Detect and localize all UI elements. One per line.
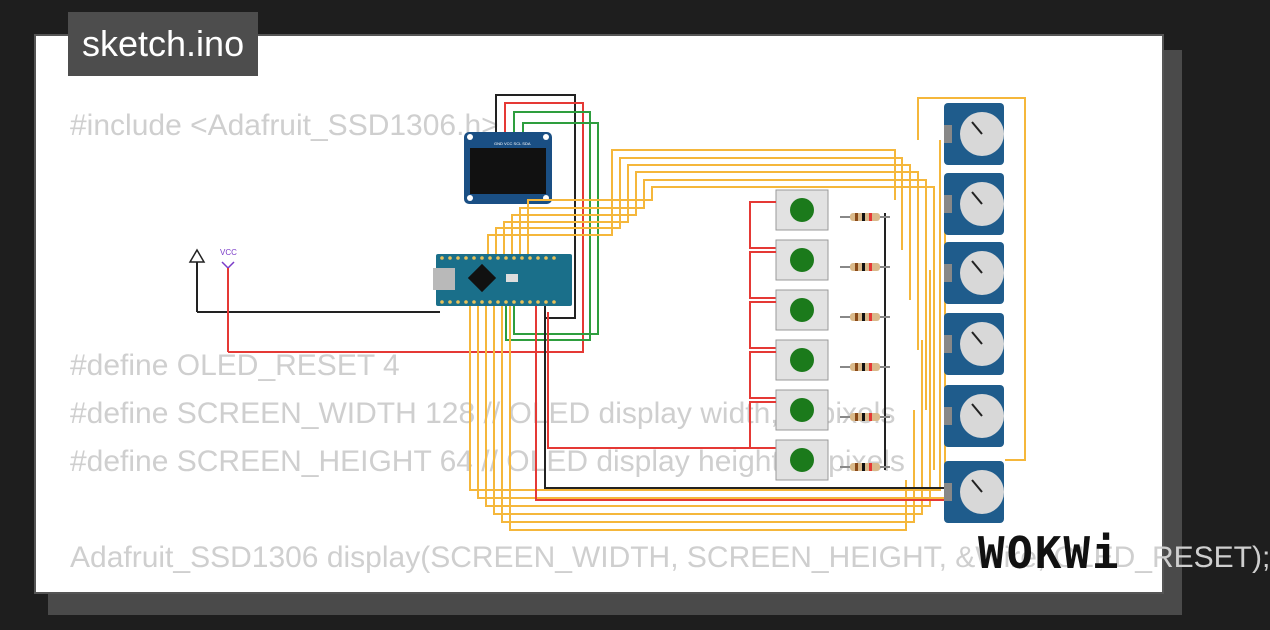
code-background: #include <Adafruit_SSD1306.h> #define OL… [70,36,1270,574]
potentiometer [944,313,1004,375]
code-line: #define OLED_RESET 4 [70,349,400,382]
code-line: #define SCREEN_HEIGHT 64 // OLED display… [70,445,905,478]
potentiometer [944,242,1004,304]
ground-icon [188,248,440,313]
resistor [840,263,890,271]
potentiometer [944,385,1004,447]
signal-wires [469,97,1026,531]
resistor [840,313,890,321]
potentiometer [944,103,1004,165]
pushbutton [749,239,829,299]
oled-pin-labels: GND VCC SCL SDA [494,141,531,146]
pushbutton [775,439,829,481]
circuit-diagram: VCC GND VCC SCL SDA [188,94,1026,531]
code-line: #define SCREEN_WIDTH 128 // OLED display… [70,397,896,430]
potentiometer [944,173,1004,235]
pushbutton [749,389,829,449]
oled-display: GND VCC SCL SDA [464,132,552,204]
resistor [840,463,890,471]
resistor [840,213,890,221]
code-line: #include <Adafruit_SSD1306.h> [70,109,499,142]
vcc-icon: VCC [220,248,580,353]
pushbutton [749,189,829,249]
arduino-nano [433,254,572,306]
resistor [840,413,890,421]
wokwi-logo: WOKWi [978,528,1121,579]
pushbutton [749,339,829,399]
sketch-title: sketch.ino [68,12,259,76]
button-column [749,189,890,481]
power-wires [535,213,951,501]
pushbutton [749,289,829,349]
potentiometer-column [944,103,1004,523]
resistor [840,363,890,371]
code-line: Adafruit_SSD1306 display(SCREEN_WIDTH, S… [70,541,1270,574]
potentiometer [944,461,1004,523]
vcc-label: VCC [220,248,237,257]
